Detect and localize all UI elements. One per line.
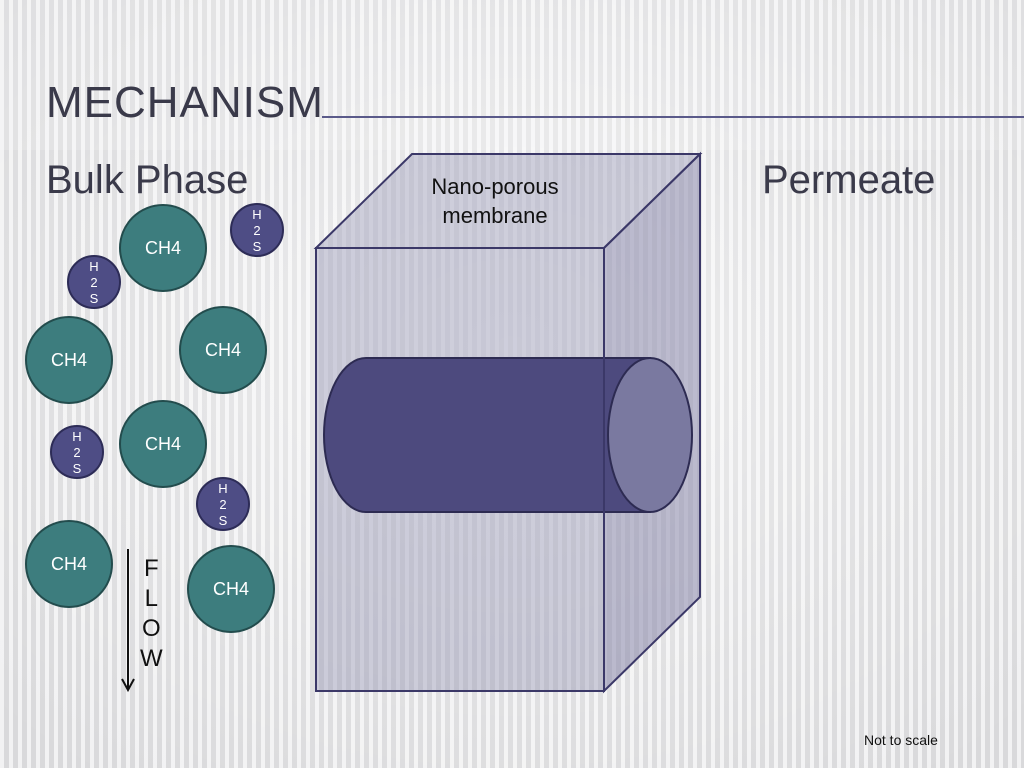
ch4-molecule: CH4: [119, 204, 207, 292]
bulk-phase-heading: Bulk Phase: [46, 158, 249, 202]
ch4-molecule: CH4: [25, 520, 113, 608]
ch4-molecule: CH4: [119, 400, 207, 488]
permeate-heading: Permeate: [762, 158, 936, 202]
flow-label: F L O W: [140, 555, 163, 672]
flow-arrow: [121, 549, 135, 693]
scale-note: Not to scale: [864, 732, 938, 748]
pore-cylinder: [323, 248, 693, 691]
title-rule: [322, 116, 1024, 118]
ch4-molecule: CH4: [179, 306, 267, 394]
pore-opening: [607, 357, 693, 513]
h2s-molecule: H 2 S: [230, 203, 284, 257]
h2s-molecule: H 2 S: [196, 477, 250, 531]
membrane-label: Nano-porous membrane: [431, 174, 559, 228]
h2s-molecule: H 2 S: [67, 255, 121, 309]
ch4-molecule: CH4: [25, 316, 113, 404]
pore-body: [323, 357, 651, 513]
ch4-molecule: CH4: [187, 545, 275, 633]
slide-title: Mechanism: [46, 78, 324, 127]
h2s-molecule: H 2 S: [50, 425, 104, 479]
